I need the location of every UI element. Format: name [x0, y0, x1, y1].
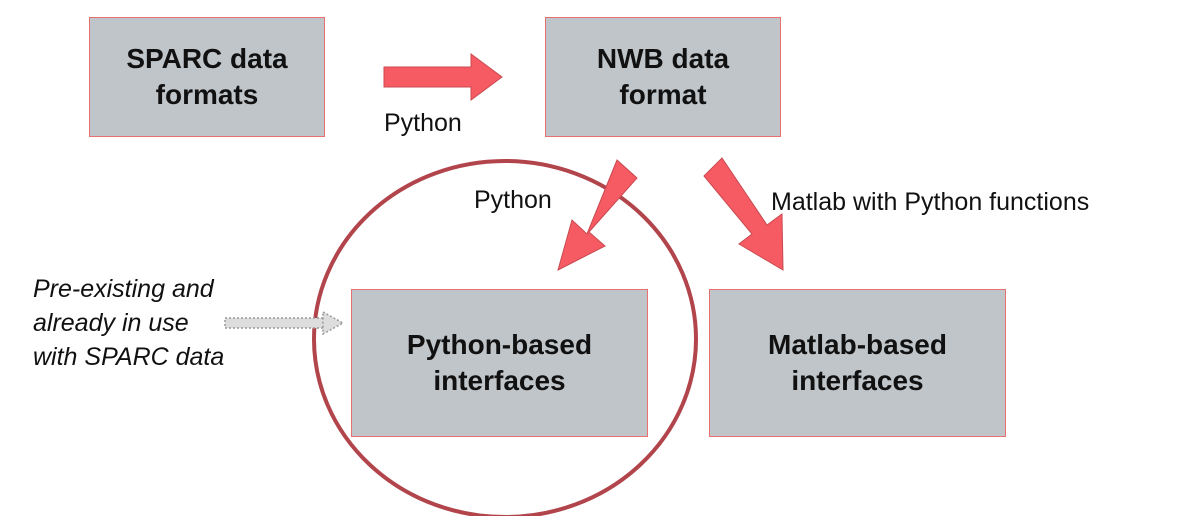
nwb-data-format-box: NWB data format: [545, 17, 781, 137]
nwb-data-format-label: NWB data format: [596, 43, 730, 110]
note-pointer-arrow: [224, 310, 345, 336]
edge-label-nwb-to-python: Python: [474, 186, 552, 214]
sparc-data-formats-label: SPARC data formats: [126, 43, 288, 110]
highlight-circle: [312, 159, 698, 516]
python-interfaces-box: Python-based interfaces: [351, 289, 648, 437]
edge-label-nwb-to-matlab: Matlab with Python functions: [771, 188, 1090, 216]
pre-existing-note: Pre-existing and already in use with SPA…: [33, 275, 225, 371]
arrow-nwb-to-matlab: [703, 157, 784, 271]
arrow-nwb-to-python: [557, 159, 638, 271]
arrow-sparc-to-nwb: [383, 53, 503, 101]
edge-label-sparc-to-nwb: Python: [384, 109, 462, 137]
matlab-interfaces-label: Matlab-based interfaces: [768, 329, 947, 396]
python-interfaces-label: Python-based interfaces: [406, 329, 593, 396]
matlab-interfaces-box: Matlab-based interfaces: [709, 289, 1006, 437]
sparc-data-formats-box: SPARC data formats: [89, 17, 325, 137]
